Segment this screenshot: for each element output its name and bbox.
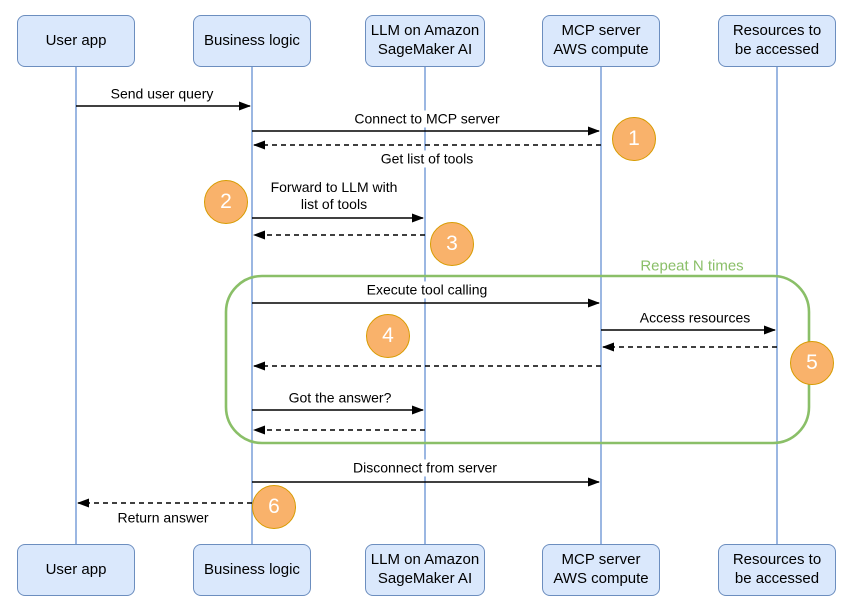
actor-box-user-app-top: User app [17,15,135,67]
actor-box-business-logic-bottom: Business logic [193,544,311,596]
loop-box [224,274,811,445]
actor-box-llm-sagemaker-top: LLM on Amazon SageMaker AI [365,15,485,67]
message-label-got-the-answer: Got the answer? [285,389,395,407]
message-label-access-resources: Access resources [636,309,754,327]
step-badge-3: 3 [430,222,474,266]
actor-box-mcp-server-bottom: MCP server AWS compute [542,544,660,596]
message-label-disconnect-from-server: Disconnect from server [350,459,500,477]
message-label-execute-tool-calling: Execute tool calling [363,281,491,299]
message-label-connect-to-mcp-server: Connect to MCP server [351,110,503,128]
actor-box-resources-bottom: Resources to be accessed [718,544,836,596]
loop-label: Repeat N times [637,257,747,275]
step-badge-4: 4 [366,314,410,358]
step-badge-6: 6 [252,485,296,529]
actor-box-resources-top: Resources to be accessed [718,15,836,67]
actor-box-user-app-bottom: User app [17,544,135,596]
step-badge-5: 5 [790,341,834,385]
message-label-get-list-of-tools: Get list of tools [377,150,477,168]
step-badge-1: 1 [612,117,656,161]
actor-box-business-logic-top: Business logic [193,15,311,67]
message-label-return-answer: Return answer [114,509,212,527]
actor-box-llm-sagemaker-bottom: LLM on Amazon SageMaker AI [365,544,485,596]
actor-box-mcp-server-top: MCP server AWS compute [542,15,660,67]
message-label-forward-to-llm: Forward to LLM with list of tools [267,178,401,214]
message-label-send-user-query: Send user query [107,85,217,103]
step-badge-2: 2 [204,180,248,224]
